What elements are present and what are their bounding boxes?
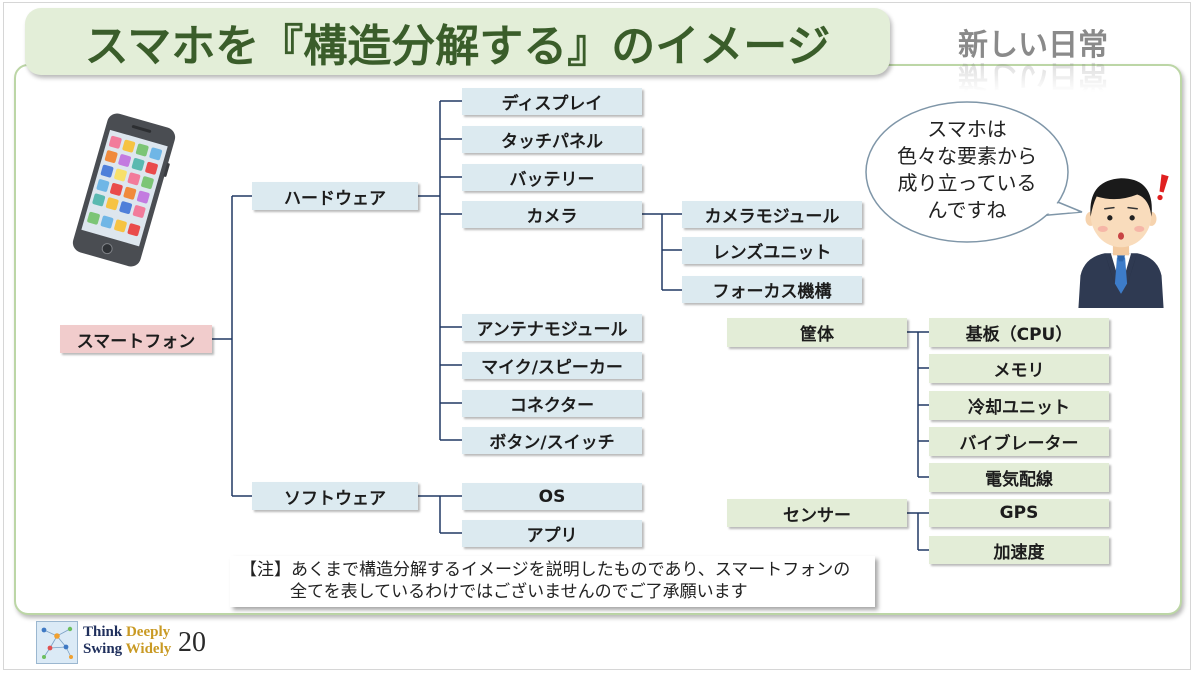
node-wiring: 電気配線: [929, 463, 1109, 492]
businessman-surprised-illustration: [1078, 174, 1169, 308]
speech-line: んですね: [927, 198, 1007, 222]
speech-bubble-text: スマホは 色々な要素から 成り立っている んですね: [867, 116, 1067, 224]
footer-slogan: Think Deeply Swing Widely: [83, 624, 171, 658]
node-board-cpu: 基板（CPU）: [929, 318, 1109, 347]
node-accelerometer: 加速度: [929, 536, 1109, 564]
node-hardware: ハードウェア: [252, 182, 418, 210]
page-number: 20: [178, 627, 206, 658]
node-memory: メモリ: [929, 354, 1109, 383]
speech-bubble: [865, 101, 1083, 243]
corner-label: 新しい日常: [958, 28, 1108, 63]
footer-think: Think: [83, 624, 123, 640]
node-touch-panel: タッチパネル: [462, 126, 642, 153]
note-prefix: 【注】: [240, 560, 291, 580]
title-banner: スマホを『構造分解する』のイメージ: [25, 8, 890, 75]
node-software: ソフトウェア: [252, 482, 418, 510]
footer-deeply: Deeply: [125, 624, 171, 640]
network-logo-icon: [36, 621, 78, 664]
speech-line: 成り立っている: [897, 171, 1037, 195]
note-line-1: 【注】あくまで構造分解するイメージを説明したものであり、スマートフォンの: [240, 559, 875, 581]
note-text-1: あくまで構造分解するイメージを説明したものであり、スマートフォンの: [291, 560, 851, 580]
page-title: スマホを『構造分解する』のイメージ: [84, 20, 831, 72]
exclamation-icon: [1159, 174, 1169, 193]
node-camera-module: カメラモジュール: [682, 201, 862, 228]
node-camera: カメラ: [462, 201, 642, 228]
node-smartphone: スマートフォン: [60, 325, 212, 353]
speech-line: 色々な要素から: [897, 144, 1037, 168]
slide-frame: [3, 2, 1191, 670]
footer-widely: Widely: [125, 641, 172, 657]
node-apps: アプリ: [462, 520, 642, 547]
node-antenna-module: アンテナモジュール: [462, 314, 642, 341]
speech-line: スマホは: [927, 117, 1007, 141]
node-button-switch: ボタン/スイッチ: [462, 427, 642, 454]
node-focus-mechanism: フォーカス機構: [682, 276, 862, 303]
node-cooling-unit: 冷却ユニット: [929, 391, 1109, 420]
node-sensor: センサー: [727, 499, 907, 527]
node-mic-speaker: マイク/スピーカー: [462, 352, 642, 379]
footer-swing: Swing: [83, 641, 123, 657]
note-box: 【注】あくまで構造分解するイメージを説明したものであり、スマートフォンの 全てを…: [230, 556, 875, 607]
node-housing: 筐体: [727, 318, 907, 347]
node-display: ディスプレイ: [462, 88, 642, 115]
node-lens-unit: レンズユニット: [682, 237, 862, 264]
note-text-2: 全てを表しているわけではございませんのでご了承願います: [290, 582, 748, 602]
node-os: OS: [462, 483, 642, 510]
node-connector: コネクター: [462, 390, 642, 417]
node-battery: バッテリー: [462, 164, 642, 191]
node-vibrator: バイブレーター: [929, 427, 1109, 456]
smartphone-illustration: [72, 113, 176, 267]
node-gps: GPS: [929, 499, 1109, 527]
